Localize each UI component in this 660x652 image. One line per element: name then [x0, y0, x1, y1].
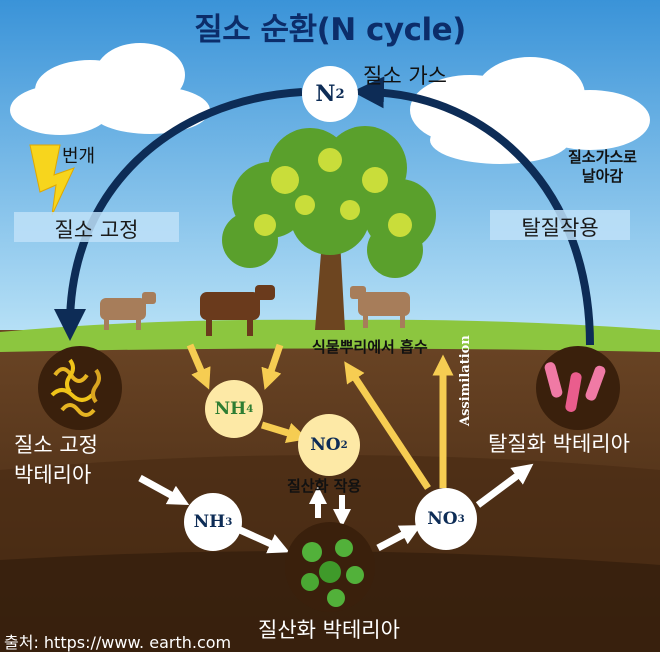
no2-base: NO: [310, 435, 341, 455]
arrow-nh3-to-nitrifying: [238, 526, 290, 554]
arrow-cows-to-nh4: [186, 343, 211, 390]
no2-sub: 2: [340, 439, 348, 451]
fixation-label: 질소 고정: [54, 218, 139, 242]
denitrification-label: 탈질작용: [521, 216, 599, 240]
n2-sub: 2: [335, 86, 345, 102]
denitrifying-bacteria-label: 탈질화 박테리아: [488, 432, 630, 456]
arrow-cows2-to-nh4: [261, 343, 284, 390]
root-uptake-label: 식물뿌리에서 흡수: [312, 338, 428, 356]
grass: [0, 319, 660, 352]
lightning-bolt-icon: [29, 144, 75, 216]
tree: [222, 126, 436, 330]
lightning-label: 번개: [62, 146, 96, 167]
arrow-no3-to-roots: [344, 361, 431, 490]
page-title: 질소 순환(N cycle): [194, 12, 466, 48]
assimilation-label: Assimilation: [458, 335, 473, 426]
nitrogen-fixing-bacteria-icon: [38, 346, 122, 430]
nitrification-label: 질산화 작용: [287, 477, 362, 495]
cow-right: [350, 286, 410, 328]
arrow-n2-to-fixation: [54, 88, 303, 341]
denitrifying-bacteria-icon: [536, 346, 620, 430]
nh3-base: NH: [193, 512, 226, 532]
cow-middle: [200, 285, 275, 336]
cloud-left: [10, 43, 210, 135]
no3-sub: 3: [457, 513, 465, 525]
nitrifying-bacteria-label: 질산화 박테리아: [258, 618, 400, 642]
nh3-sub: 3: [225, 516, 233, 528]
source-caption: 출처: https://www. earth.com: [4, 633, 232, 652]
nitrifying-bacteria-icon: [285, 522, 375, 612]
fixing-bacteria-label: 질소 고정 박테리아: [14, 433, 98, 487]
arrow-no3-to-denitrifying: [475, 463, 534, 508]
denitrification-band: [490, 210, 630, 240]
arrow-denitrification-to-n2: [352, 76, 594, 346]
n2-base: N: [315, 81, 336, 107]
arrow-nitrifying-to-no3: [376, 525, 422, 552]
n2-gas-label: 질소 가스: [363, 64, 447, 88]
nh4-base: NH: [214, 399, 247, 419]
escape-label: 질소가스로 날아감: [567, 148, 637, 185]
arrow-fixing-bacteria-to-nh3: [138, 474, 190, 506]
nh4-sub: 4: [246, 403, 254, 415]
no3-base: NO: [427, 509, 458, 529]
cow-left: [100, 292, 156, 330]
arrow-nh4-to-no2: [260, 421, 309, 443]
fixation-band: [14, 212, 179, 242]
